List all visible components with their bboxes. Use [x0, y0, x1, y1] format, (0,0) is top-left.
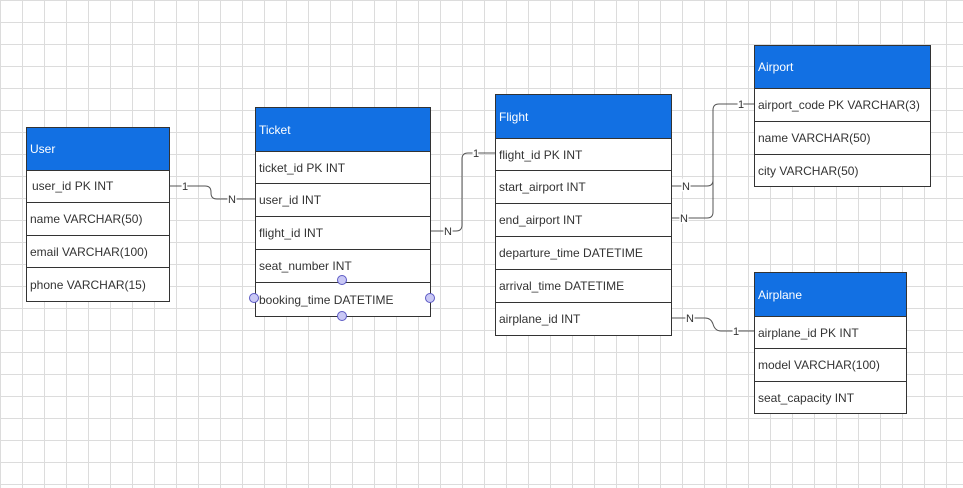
resize-handle-left[interactable] — [249, 293, 259, 303]
resize-handle-top[interactable] — [337, 275, 347, 285]
resize-handle-bottom[interactable] — [337, 311, 347, 321]
entity-title: User — [27, 128, 169, 171]
entity-title: Ticket — [256, 108, 430, 152]
entity-field[interactable]: ticket_id PK INT — [256, 152, 430, 184]
cardinality-label: 1 — [182, 181, 188, 193]
entity-title: Airplane — [755, 273, 906, 317]
cardinality-label: 1 — [733, 326, 739, 338]
cardinality-label: N — [680, 213, 688, 225]
entity-field[interactable]: name VARCHAR(50) — [755, 122, 930, 155]
entity-field[interactable]: seat_capacity INT — [755, 382, 906, 413]
connector-ticket-flight[interactable] — [431, 152, 495, 232]
entity-field[interactable]: arrival_time DATETIME — [496, 270, 671, 303]
entity-flight[interactable]: Flight flight_id PK INT start_airport IN… — [495, 94, 672, 336]
entity-title: Flight — [496, 95, 671, 139]
entity-field[interactable]: user_id INT — [256, 184, 430, 217]
entity-field[interactable]: city VARCHAR(50) — [755, 155, 930, 186]
entity-title: Airport — [755, 46, 930, 89]
connector-flight-airplane[interactable] — [672, 317, 754, 332]
cardinality-label: 1 — [738, 99, 744, 111]
entity-airplane[interactable]: Airplane airplane_id PK INT model VARCHA… — [754, 272, 907, 414]
cardinality-label: 1 — [473, 148, 479, 160]
entity-field[interactable]: start_airport INT — [496, 171, 671, 204]
entity-field[interactable]: end_airport INT — [496, 204, 671, 237]
cardinality-label: N — [686, 313, 694, 325]
cardinality-label: N — [682, 181, 690, 193]
entity-field[interactable]: airplane_id PK INT — [755, 317, 906, 349]
connector-flight-end-airport[interactable] — [672, 110, 714, 219]
cardinality-label: N — [444, 226, 452, 238]
connector-flight-start-airport[interactable] — [672, 103, 754, 187]
entity-user[interactable]: User user_id PK INT name VARCHAR(50) ema… — [26, 127, 170, 302]
entity-field[interactable]: model VARCHAR(100) — [755, 349, 906, 382]
entity-field[interactable]: booking_time DATETIME — [256, 283, 430, 316]
cardinality-label: N — [228, 194, 236, 206]
entity-field[interactable]: phone VARCHAR(15) — [27, 268, 169, 301]
entity-field[interactable]: email VARCHAR(100) — [27, 235, 169, 269]
connector-user-ticket[interactable] — [170, 185, 255, 200]
entity-field[interactable]: airport_code PK VARCHAR(3) — [755, 89, 930, 122]
resize-handle-right[interactable] — [425, 293, 435, 303]
entity-airport[interactable]: Airport airport_code PK VARCHAR(3) name … — [754, 45, 931, 187]
entity-field[interactable]: departure_time DATETIME — [496, 237, 671, 270]
entity-field[interactable]: name VARCHAR(50) — [27, 203, 169, 236]
entity-ticket[interactable]: Ticket ticket_id PK INT user_id INT flig… — [255, 107, 431, 317]
entity-field[interactable]: flight_id PK INT — [496, 139, 671, 171]
entity-field[interactable]: airplane_id INT — [496, 303, 671, 335]
entity-field[interactable]: user_id PK INT — [27, 170, 169, 204]
entity-field[interactable]: flight_id INT — [256, 217, 430, 250]
